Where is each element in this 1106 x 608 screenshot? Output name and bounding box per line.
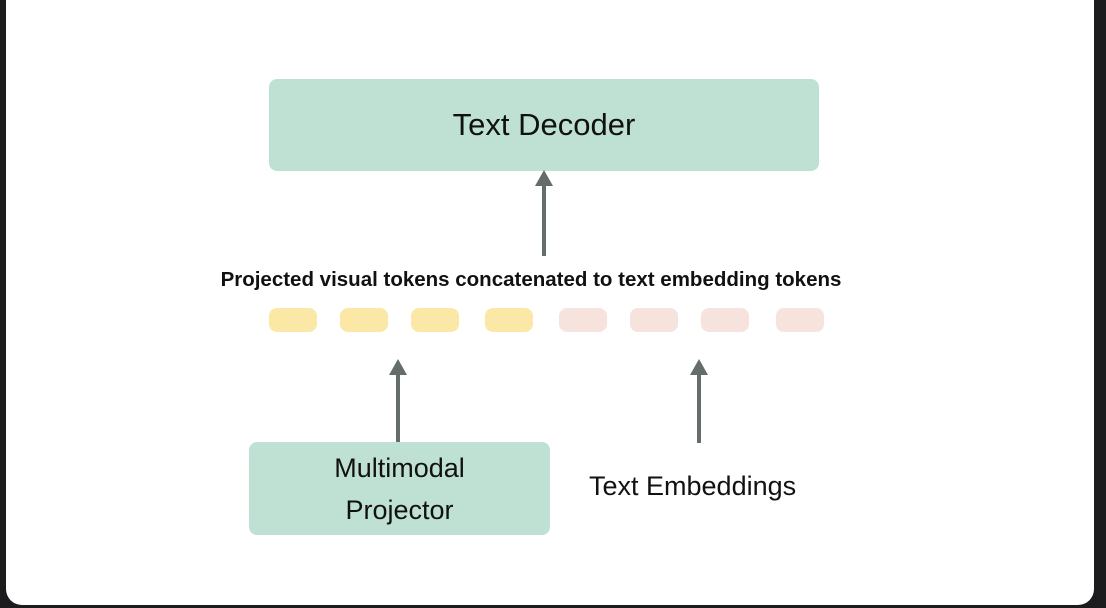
- text-embedding-token: [630, 308, 678, 332]
- text-embedding-token: [776, 308, 824, 332]
- text-decoder-label: Text Decoder: [452, 107, 636, 142]
- visual-token: [411, 308, 459, 332]
- arrow-up-icon: [690, 359, 708, 443]
- arrow-to-decoder: [535, 170, 553, 256]
- diagram-canvas: Text Decoder Projected visual tokens con…: [6, 0, 1094, 605]
- text-embeddings-label: Text Embeddings: [589, 471, 797, 501]
- text-embedding-token: [701, 308, 749, 332]
- arrow-up-icon: [389, 359, 407, 443]
- arrow-up-icon: [535, 170, 553, 256]
- concatenation-caption: Projected visual tokens concatenated to …: [220, 268, 842, 291]
- projector-label-line1: Multimodal: [334, 452, 465, 483]
- visual-token: [485, 308, 533, 332]
- visual-token: [269, 308, 317, 332]
- projector-label-line2: Projector: [345, 494, 454, 525]
- text-embedding-token: [559, 308, 607, 332]
- text-decoder-box: Text Decoder: [269, 79, 819, 171]
- visual-token: [340, 308, 388, 332]
- multimodal-projector-box: Multimodal Projector: [249, 442, 550, 535]
- arrow-from-projector: [389, 359, 407, 443]
- arrow-from-text-embeddings: [690, 359, 708, 443]
